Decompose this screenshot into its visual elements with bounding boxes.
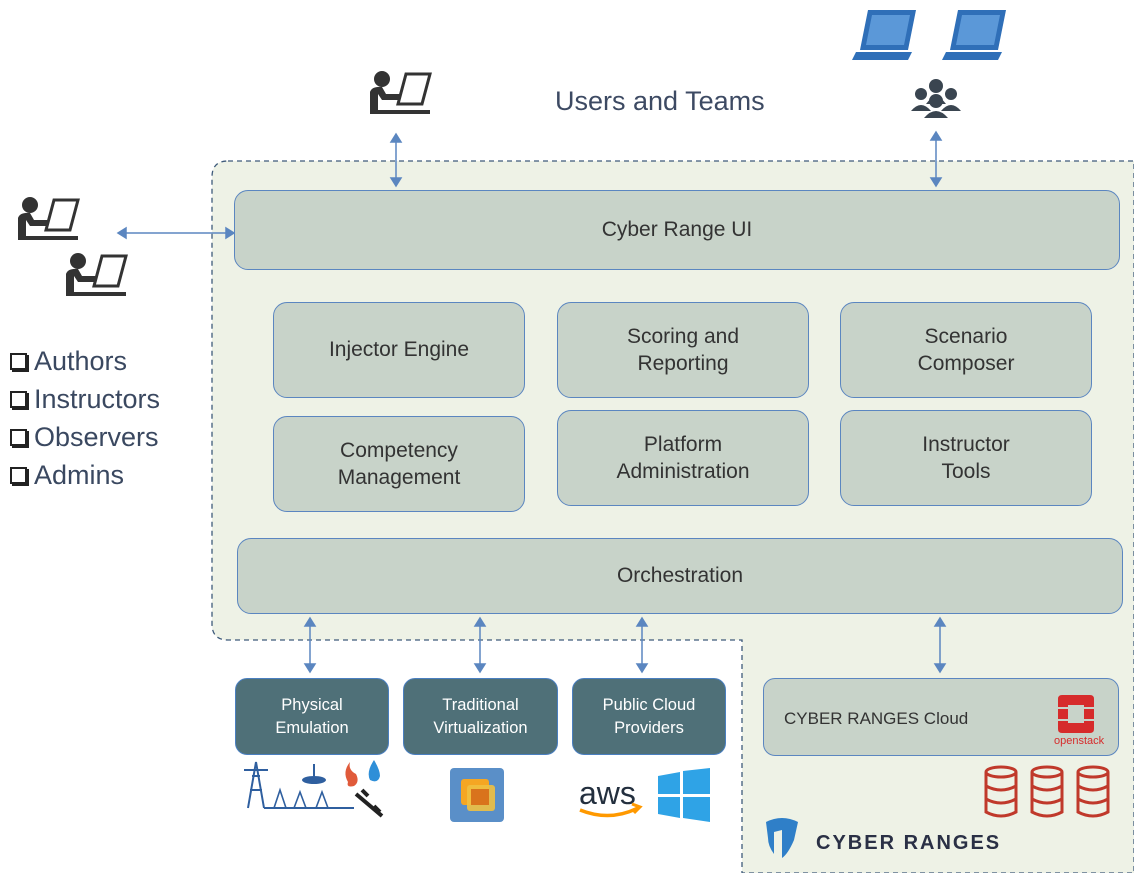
role-item: Authors [10, 342, 160, 380]
cyber-range-ui-box: Cyber Range UI [234, 190, 1120, 270]
competency-management-box: Competency Management [273, 416, 525, 512]
database-icon [1076, 765, 1110, 818]
aws-logo: aws [579, 775, 643, 818]
user-icon [370, 71, 432, 114]
laptop-icon [942, 10, 1006, 60]
page-title: Users and Teams [555, 86, 765, 116]
database-icon [984, 765, 1018, 818]
windows-logo [658, 768, 710, 822]
public-cloud-providers-box: Public Cloud Providers [572, 678, 726, 755]
openstack-icon [1058, 695, 1094, 733]
checkbox-icon [10, 352, 27, 370]
physical-emulation-box: Physical Emulation [235, 678, 389, 755]
role-item: Instructors [10, 380, 160, 418]
platform-administration-box: Platform Administration [557, 410, 809, 506]
role-item: Admins [10, 456, 160, 494]
openstack-text: openstack [1054, 735, 1105, 747]
instructor-tools-box: Instructor Tools [840, 410, 1092, 506]
role-list: Authors Instructors Observers Admins [10, 342, 160, 494]
user-icon [18, 197, 80, 240]
orchestration-box: Orchestration [237, 538, 1123, 614]
cyber-ranges-logo-icon [766, 818, 798, 858]
cloud-label: CYBER RANGES Cloud [784, 709, 969, 728]
physical-emulation-icons [244, 760, 384, 818]
aws-text: aws [579, 775, 636, 811]
checkbox-icon [10, 428, 27, 446]
database-icon [1030, 765, 1064, 818]
checkbox-icon [10, 466, 27, 484]
traditional-virtualization-box: Traditional Virtualization [403, 678, 558, 755]
cyber-ranges-cloud-box: CYBER RANGES Cloud openstack [763, 678, 1119, 756]
brand-name: CYBER RANGES [816, 832, 1002, 854]
role-item: Observers [10, 418, 160, 456]
scoring-reporting-box: Scoring and Reporting [557, 302, 809, 398]
user-icon [66, 253, 128, 296]
connector-arrows [116, 130, 947, 674]
vmware-icon [450, 768, 504, 822]
scenario-composer-box: Scenario Composer [840, 302, 1092, 398]
injector-engine-box: Injector Engine [273, 302, 525, 398]
laptop-icon [852, 10, 916, 60]
checkbox-icon [10, 390, 27, 408]
team-icon [911, 79, 961, 118]
